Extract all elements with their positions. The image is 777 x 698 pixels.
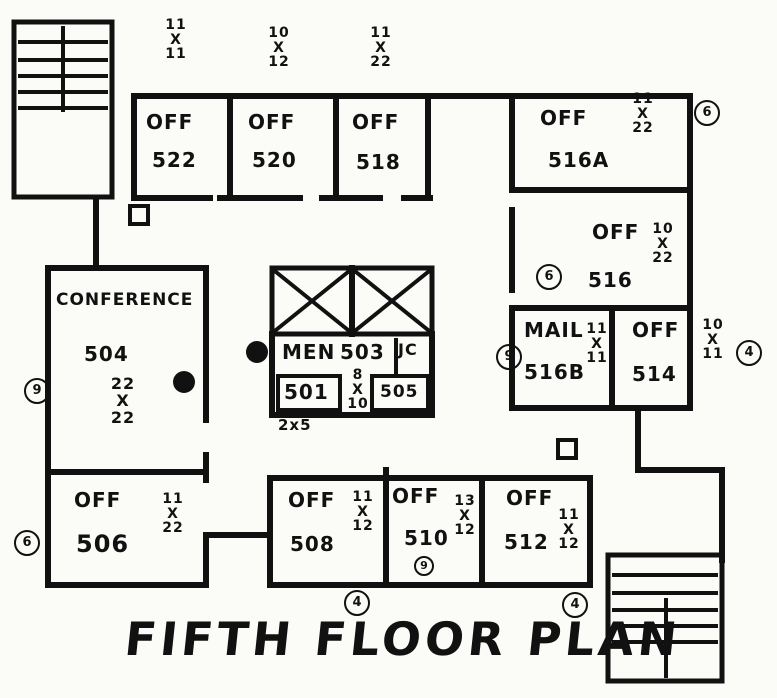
dim-503-x: X bbox=[352, 381, 364, 398]
dim-514: 10 X 11 bbox=[700, 318, 726, 362]
dim-504-b: 22 bbox=[110, 407, 136, 427]
room-506-name: OFF bbox=[74, 488, 122, 512]
dim-504-a: 22 bbox=[110, 374, 136, 393]
room-516b-name: MAIL bbox=[524, 318, 584, 342]
circled-note-510: 9 bbox=[414, 556, 434, 576]
dim-508-a: 11 bbox=[352, 489, 374, 505]
dim-516-x: X bbox=[657, 235, 669, 252]
plan-title: FIFTH FLOOR PLAN bbox=[122, 612, 684, 666]
dim-518-a: 11 bbox=[370, 25, 392, 41]
dim-512-a: 11 bbox=[558, 507, 580, 523]
circled-note-506: 6 bbox=[14, 530, 40, 556]
dim-516b-b: 11 bbox=[586, 350, 608, 367]
column-marker-left bbox=[128, 204, 150, 226]
dim-520-b: 12 bbox=[268, 54, 290, 71]
room-516a-name: OFF bbox=[540, 106, 588, 130]
room-518-name: OFF bbox=[352, 110, 400, 134]
dot-core bbox=[246, 341, 268, 363]
dim-510-a: 13 bbox=[454, 493, 476, 509]
dim-503-a: 8 bbox=[352, 367, 364, 383]
room-520-name: OFF bbox=[248, 110, 296, 134]
room-510-number: 510 bbox=[404, 526, 449, 550]
dim-518: 11 X 22 bbox=[368, 26, 394, 70]
dim-520-a: 10 bbox=[268, 25, 290, 41]
dim-522-a: 11 bbox=[165, 17, 187, 33]
dim-516b-x: X bbox=[591, 335, 603, 352]
dim-522-x: X bbox=[170, 31, 182, 48]
room-504-name: CONFERENCE bbox=[56, 290, 194, 310]
dim-516-a: 10 bbox=[652, 221, 674, 237]
circled-note-mail: 9 bbox=[496, 344, 522, 370]
room-512-name: OFF bbox=[506, 486, 554, 510]
circled-note-top-right: 6 bbox=[694, 100, 720, 126]
room-501-number: 501 bbox=[284, 380, 329, 404]
dim-520: 10 X 12 bbox=[266, 26, 292, 70]
dim-512-b: 12 bbox=[558, 536, 580, 553]
stair-bottom-right bbox=[605, 552, 725, 684]
dim-516a-a: 11 bbox=[632, 91, 654, 107]
room-514-number: 514 bbox=[632, 362, 677, 386]
room-506-number: 506 bbox=[76, 530, 130, 558]
dim-518-x: X bbox=[375, 39, 387, 56]
dim-508: 11 X 12 bbox=[350, 490, 376, 534]
dim-516a-x: X bbox=[637, 105, 649, 122]
dim-504: 22 X 22 bbox=[108, 374, 138, 427]
column-marker-right bbox=[556, 438, 578, 460]
room-504-number: 504 bbox=[84, 342, 129, 366]
room-512-number: 512 bbox=[504, 530, 549, 554]
circled-note-514: 4 bbox=[736, 340, 762, 366]
dim-506-x: X bbox=[167, 505, 179, 522]
dim-516b-a: 11 bbox=[586, 321, 608, 337]
stair-top-left bbox=[11, 19, 115, 200]
dim-512-x: X bbox=[563, 521, 575, 538]
circled-note-512: 4 bbox=[562, 592, 588, 618]
dim-522-b: 11 bbox=[165, 46, 187, 63]
room-505-number: 505 bbox=[380, 382, 419, 402]
room-men-name: MEN bbox=[282, 340, 336, 364]
dim-514-a: 10 bbox=[702, 317, 724, 333]
dim-516: 10 X 22 bbox=[650, 222, 676, 266]
dim-506: 11 X 22 bbox=[160, 492, 186, 536]
dim-508-x: X bbox=[357, 503, 369, 520]
dim-516b: 11 X 11 bbox=[584, 322, 610, 366]
dim-514-b: 11 bbox=[702, 346, 724, 363]
dim-508-b: 12 bbox=[352, 518, 374, 535]
room-510-name: OFF bbox=[392, 484, 440, 508]
room-514-name: OFF bbox=[632, 318, 680, 342]
room-520-number: 520 bbox=[252, 148, 297, 172]
circled-note-conference: 9 bbox=[24, 378, 50, 404]
circled-note-516: 6 bbox=[536, 264, 562, 290]
room-508-number: 508 bbox=[290, 532, 335, 556]
room-516b-number: 516B bbox=[524, 360, 585, 384]
circled-note-508: 4 bbox=[344, 590, 370, 616]
dim-510-x: X bbox=[459, 507, 471, 524]
dim-501: 2x5 bbox=[278, 416, 312, 434]
room-503-number: 503 bbox=[340, 340, 385, 364]
dim-510: 13 X 12 bbox=[452, 494, 478, 538]
dim-512: 11 X 12 bbox=[556, 508, 582, 552]
room-jc-name: JC bbox=[398, 340, 418, 359]
dim-520-x: X bbox=[273, 39, 285, 56]
room-522-number: 522 bbox=[152, 148, 197, 172]
dim-514-x: X bbox=[707, 331, 719, 348]
dim-503: 8 X 10 bbox=[345, 368, 371, 412]
room-516-number: 516 bbox=[588, 268, 633, 292]
dot-conference bbox=[173, 371, 195, 393]
room-516-name: OFF bbox=[592, 220, 640, 244]
dim-518-b: 22 bbox=[370, 54, 392, 71]
dim-506-b: 22 bbox=[162, 520, 184, 537]
room-518-number: 518 bbox=[356, 150, 401, 174]
dim-522: 11 X 11 bbox=[163, 18, 189, 62]
room-508-name: OFF bbox=[288, 488, 336, 512]
room-516a-number: 516A bbox=[548, 148, 610, 172]
dim-516a: 11 X 22 bbox=[630, 92, 656, 136]
room-522-name: OFF bbox=[146, 110, 194, 134]
dim-516a-b: 22 bbox=[632, 120, 654, 137]
dim-504-x: X bbox=[116, 390, 130, 410]
dim-506-a: 11 bbox=[162, 491, 184, 507]
dim-503-b: 10 bbox=[347, 396, 369, 413]
dim-516-b: 22 bbox=[652, 250, 674, 267]
dim-510-b: 12 bbox=[454, 522, 476, 539]
